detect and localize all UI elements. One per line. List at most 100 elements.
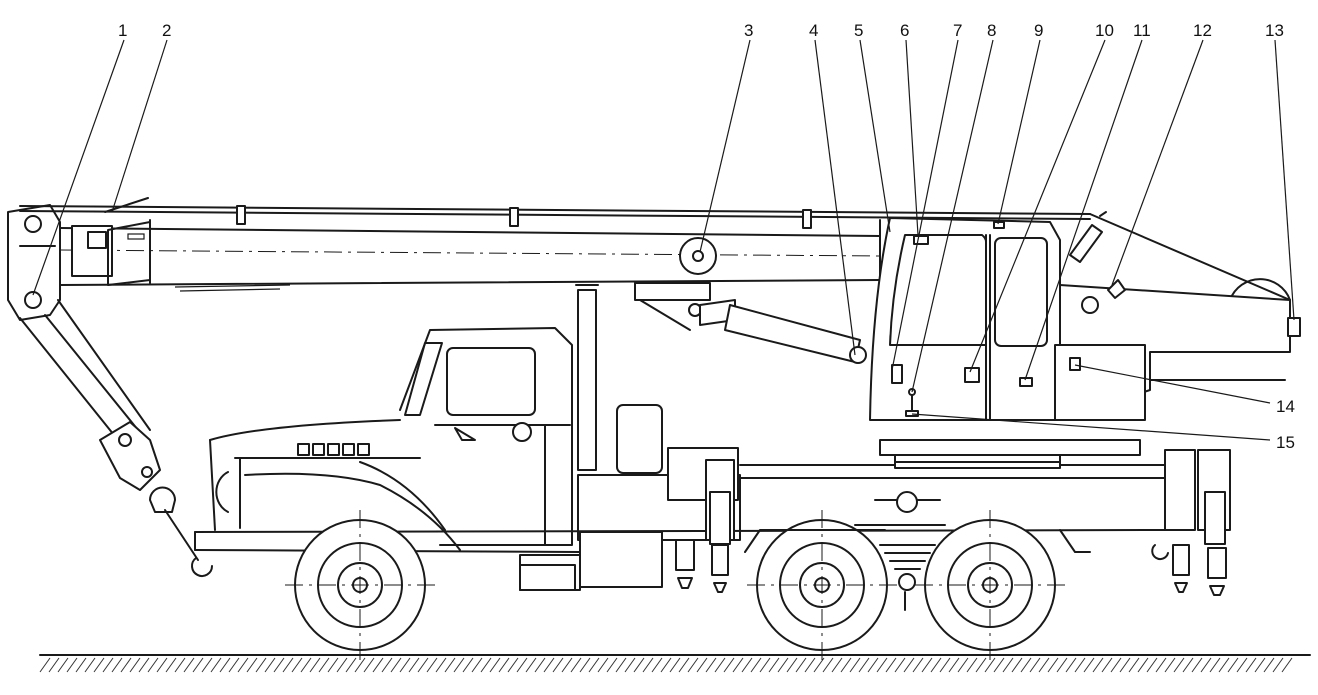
- hatch-line: [165, 657, 177, 673]
- callout-12: 12: [1193, 21, 1212, 40]
- hatch-line: [381, 657, 393, 673]
- hatch-line: [705, 657, 717, 673]
- hatch-line: [912, 657, 924, 673]
- hatch-line: [939, 657, 951, 673]
- hatch-line: [561, 657, 573, 673]
- hatch-line: [1209, 657, 1221, 673]
- hatch-line: [309, 657, 321, 673]
- hatch-line: [1272, 657, 1284, 673]
- hatch-line: [615, 657, 627, 673]
- hatch-line: [228, 657, 240, 673]
- hatch-line: [129, 657, 141, 673]
- hatch-line: [660, 657, 672, 673]
- hatch-line: [291, 657, 303, 673]
- hatch-line: [1191, 657, 1203, 673]
- hatch-line: [255, 657, 267, 673]
- hatch-line: [1092, 657, 1104, 673]
- callout-11: 11: [1133, 21, 1151, 40]
- hatch-line: [885, 657, 897, 673]
- hatch-line: [624, 657, 636, 673]
- hatch-line: [822, 657, 834, 673]
- callout-leaders: [32, 39, 1295, 441]
- hatch-line: [831, 657, 843, 673]
- hatch-line: [372, 657, 384, 673]
- truck-chassis: [194, 284, 1231, 611]
- hatch-line: [1164, 657, 1176, 673]
- hatch-line: [390, 657, 402, 673]
- callout-1: 1: [118, 21, 127, 40]
- hatch-line: [201, 657, 213, 673]
- hatch-line: [1137, 657, 1149, 673]
- hatch-line: [93, 657, 105, 673]
- grille-vents: [297, 443, 370, 456]
- hatch-line: [804, 657, 816, 673]
- hatch-line: [1011, 657, 1023, 673]
- hatch-line: [246, 657, 258, 673]
- hatch-line: [732, 657, 744, 673]
- hatch-line: [408, 657, 420, 673]
- callout-13: 13: [1265, 21, 1284, 40]
- callout-5: 5: [854, 21, 863, 40]
- hatch-line: [327, 657, 339, 673]
- rear-wheel: [915, 510, 1065, 660]
- hatch-line: [183, 657, 195, 673]
- boom-lift-cylinder: [634, 282, 867, 364]
- hatch-line: [75, 657, 87, 673]
- callout-8: 8: [987, 21, 996, 40]
- callout-6: 6: [900, 21, 909, 40]
- hatch-line: [633, 657, 645, 673]
- hatch-line: [993, 657, 1005, 673]
- hatch-line: [534, 657, 546, 673]
- hatch-line: [480, 657, 492, 673]
- hatch-line: [156, 657, 168, 673]
- hatch-line: [1200, 657, 1212, 673]
- hatch-line: [1119, 657, 1131, 673]
- hatch-line: [975, 657, 987, 673]
- hatch-line: [318, 657, 330, 673]
- hatch-line: [678, 657, 690, 673]
- hatch-line: [714, 657, 726, 673]
- hatch-line: [723, 657, 735, 673]
- hatch-line: [282, 657, 294, 673]
- callout-9: 9: [1034, 21, 1043, 40]
- hatch-line: [1263, 657, 1275, 673]
- middle-wheel: [747, 510, 897, 660]
- hatch-line: [1128, 657, 1140, 673]
- front-wheel: [285, 510, 435, 660]
- crane-operator-cab: [869, 211, 1301, 469]
- hatch-line: [417, 657, 429, 673]
- hatch-line: [966, 657, 978, 673]
- hatch-line: [489, 657, 501, 673]
- hatch-line: [849, 657, 861, 673]
- hatch-line: [741, 657, 753, 673]
- callout-labels: 1 2 3 4 5 6 7 8 9 10 11 12 13 14 15: [118, 21, 1295, 452]
- hatch-line: [1002, 657, 1014, 673]
- hatch-line: [840, 657, 852, 673]
- hatch-line: [399, 657, 411, 673]
- hatch-line: [273, 657, 285, 673]
- hatch-line: [1245, 657, 1257, 673]
- callout-3: 3: [744, 21, 753, 40]
- hatch-line: [651, 657, 663, 673]
- hatch-line: [570, 657, 582, 673]
- hatch-line: [1227, 657, 1239, 673]
- wheels: [285, 510, 1091, 660]
- hatch-line: [1182, 657, 1194, 673]
- hatch-line: [1074, 657, 1086, 673]
- hatch-line: [507, 657, 519, 673]
- hatch-line: [813, 657, 825, 673]
- callout-2: 2: [162, 21, 171, 40]
- hatch-line: [300, 657, 312, 673]
- hatch-line: [768, 657, 780, 673]
- ground: [39, 654, 1311, 673]
- hatch-line: [264, 657, 276, 673]
- hatch-line: [876, 657, 888, 673]
- hatch-line: [66, 657, 78, 673]
- hatch-line: [354, 657, 366, 673]
- hatch-line: [462, 657, 474, 673]
- hatch-line: [552, 657, 564, 673]
- hatch-line: [435, 657, 447, 673]
- hatch-line: [1047, 657, 1059, 673]
- hatch-line: [471, 657, 483, 673]
- hatch-line: [903, 657, 915, 673]
